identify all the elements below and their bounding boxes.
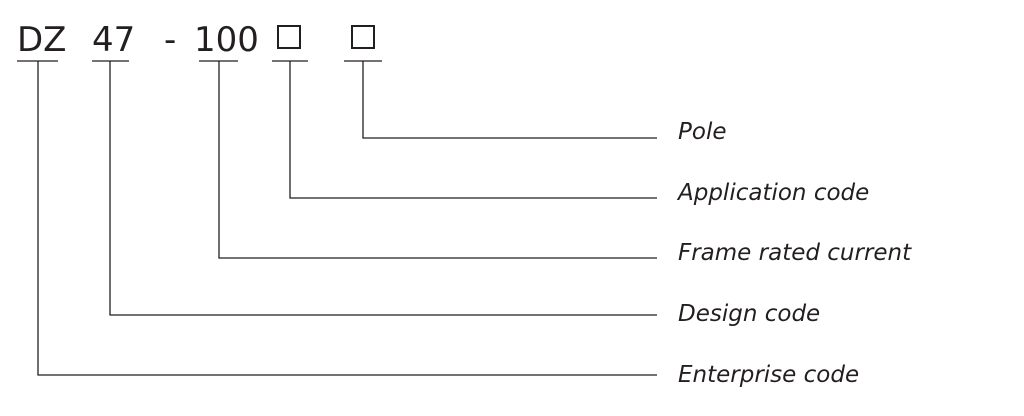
leader-design	[109, 61, 657, 316]
leader-pole	[362, 61, 657, 139]
code-pole-box	[351, 25, 375, 49]
code-dash: -	[164, 20, 176, 60]
label-application-code: Application code	[676, 180, 869, 206]
labels: Pole Application code Frame rated curren…	[676, 119, 912, 388]
code-enterprise: DZ	[17, 20, 66, 60]
code-pole-glyph: □	[352, 20, 384, 60]
code-frame-current: 100	[194, 20, 259, 60]
label-design-code: Design code	[678, 301, 820, 327]
model-code: DZ 47 - 100	[17, 20, 375, 60]
code-design: 47	[92, 20, 135, 60]
code-application-glyph: □	[278, 20, 310, 60]
leader-application	[289, 61, 657, 199]
leader-enterprise	[37, 61, 657, 376]
code-application-box	[277, 25, 301, 49]
leader-frame-current	[218, 61, 657, 259]
leader-lines	[37, 61, 657, 376]
label-enterprise-code: Enterprise code	[678, 362, 859, 388]
label-pole: Pole	[678, 119, 726, 145]
label-frame-rated-current: Frame rated current	[678, 240, 912, 266]
